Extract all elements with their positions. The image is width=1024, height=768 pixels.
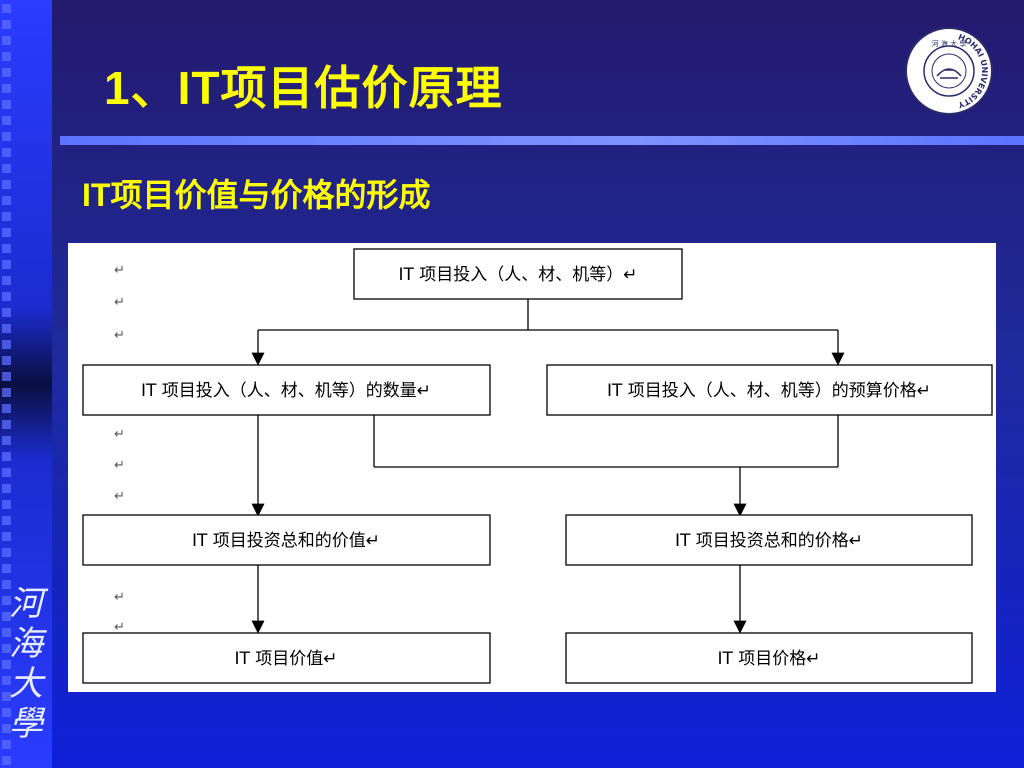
strip-square	[2, 532, 11, 541]
strip-square	[2, 692, 11, 701]
slide-title: 1、IT项目估价原理	[104, 62, 503, 114]
flow-diagram: ↵ ↵ ↵ ↵ ↵ ↵ ↵ ↵ IT 项目投入（人、材、机等）↵	[82, 248, 993, 684]
strip-square	[2, 148, 11, 157]
calligraphy-char: 大	[9, 664, 43, 704]
title-divider	[60, 136, 1024, 145]
strip-square	[2, 180, 11, 189]
logo-top-text: 河 海 大 學	[932, 39, 967, 48]
strip-square	[2, 436, 11, 445]
strip-square	[2, 756, 11, 765]
strip-square	[2, 228, 11, 237]
strip-square	[2, 244, 11, 253]
node-input-quantity: IT 项目投入（人、材、机等）的数量↵	[82, 364, 491, 416]
strip-square	[2, 68, 11, 77]
strip-square	[2, 132, 11, 141]
strip-square	[2, 276, 11, 285]
strip-square	[2, 4, 11, 13]
strip-square	[2, 356, 11, 365]
strip-square	[2, 708, 11, 717]
paragraph-mark: ↵	[114, 590, 125, 605]
strip-square	[2, 212, 11, 221]
calligraphy-char: 學	[9, 704, 43, 744]
strip-square	[2, 564, 11, 573]
node-label: IT 项目投入（人、材、机等）的预算价格↵	[607, 381, 931, 401]
section-subtitle: IT项目价值与价格的形成	[82, 177, 431, 213]
university-seal-icon: HOHAI UNIVERSITY 河 海 大 學	[905, 27, 993, 115]
strip-square	[2, 52, 11, 61]
strip-square	[2, 580, 11, 589]
strip-square	[2, 660, 11, 669]
strip-square	[2, 740, 11, 749]
paragraph-mark: ↵	[114, 328, 125, 343]
strip-square	[2, 596, 11, 605]
strip-square	[2, 100, 11, 109]
paragraph-mark: ↵	[114, 620, 125, 635]
paragraph-mark: ↵	[114, 263, 125, 278]
strip-square	[2, 452, 11, 461]
flow-diagram-panel: ↵ ↵ ↵ ↵ ↵ ↵ ↵ ↵ IT 项目投入（人、材、机等）↵	[68, 243, 996, 692]
node-label: IT 项目价格↵	[717, 649, 820, 669]
strip-square	[2, 676, 11, 685]
strip-square	[2, 468, 11, 477]
connectors	[251, 299, 845, 634]
strip-square	[2, 388, 11, 397]
strip-square	[2, 260, 11, 269]
node-project-price: IT 项目价格↵	[565, 632, 973, 684]
strip-square	[2, 340, 11, 349]
node-total-investment-value: IT 项目投资总和的价值↵	[82, 514, 491, 566]
left-decorative-strip	[0, 0, 52, 768]
strip-square	[2, 196, 11, 205]
paragraph-marks: ↵ ↵ ↵ ↵ ↵ ↵ ↵ ↵	[114, 263, 125, 635]
node-label: IT 项目投资总和的价值↵	[192, 531, 380, 551]
strip-square	[2, 420, 11, 429]
strip-square	[2, 164, 11, 173]
strip-square	[2, 404, 11, 413]
strip-square	[2, 612, 11, 621]
calligraphy-char: 河	[9, 584, 43, 624]
strip-square	[2, 628, 11, 637]
paragraph-mark: ↵	[114, 458, 125, 473]
node-total-investment-price: IT 项目投资总和的价格↵	[565, 514, 973, 566]
strip-squares	[2, 0, 14, 768]
calligraphy-university-name: 河 海 大 學	[6, 584, 46, 744]
paragraph-mark: ↵	[114, 295, 125, 310]
paragraph-mark: ↵	[114, 489, 125, 504]
node-label: IT 项目投入（人、材、机等）↵	[398, 265, 637, 285]
node-input: IT 项目投入（人、材、机等）↵	[353, 248, 683, 300]
node-label: IT 项目投入（人、材、机等）的数量↵	[141, 381, 431, 401]
strip-square	[2, 644, 11, 653]
strip-square	[2, 500, 11, 509]
strip-square	[2, 372, 11, 381]
node-input-budget-price: IT 项目投入（人、材、机等）的预算价格↵	[546, 364, 993, 416]
strip-square	[2, 292, 11, 301]
strip-square	[2, 116, 11, 125]
strip-square	[2, 20, 11, 29]
strip-square	[2, 324, 11, 333]
strip-square	[2, 516, 11, 525]
node-label: IT 项目投资总和的价格↵	[675, 531, 863, 551]
strip-square	[2, 724, 11, 733]
node-label: IT 项目价值↵	[234, 649, 337, 669]
strip-square	[2, 548, 11, 557]
calligraphy-char: 海	[9, 624, 43, 664]
node-project-value: IT 项目价值↵	[82, 632, 491, 684]
strip-square	[2, 84, 11, 93]
strip-square	[2, 484, 11, 493]
strip-square	[2, 308, 11, 317]
strip-square	[2, 36, 11, 45]
paragraph-mark: ↵	[114, 427, 125, 442]
